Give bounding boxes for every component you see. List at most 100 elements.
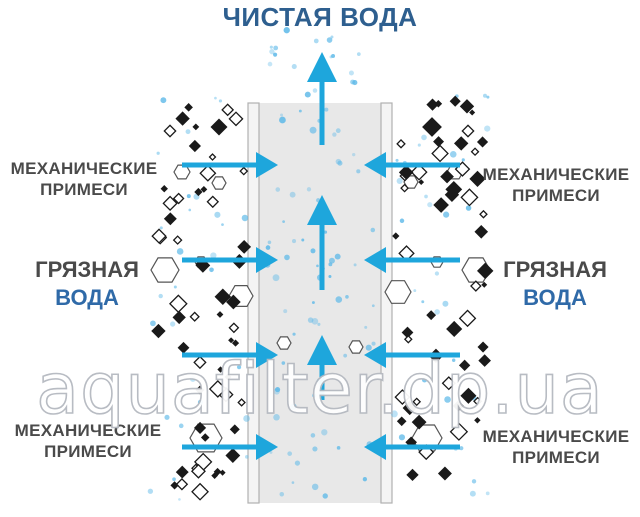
particle-diamond [217, 366, 224, 373]
arrow-up-bottom-head [307, 335, 337, 365]
bubble [370, 227, 376, 233]
particle-diamond [151, 323, 166, 339]
particle-diamond [449, 95, 461, 107]
bubble [289, 191, 296, 198]
bubble [243, 415, 250, 422]
particle-diamond-outline [396, 139, 406, 149]
particle-diamond [402, 400, 417, 416]
bubble [170, 321, 176, 327]
particle-diamond [433, 197, 449, 213]
bubble [269, 45, 273, 49]
bubble [284, 254, 290, 261]
bubble [294, 460, 301, 466]
particle-diamond [437, 466, 452, 481]
arrow-in-left-2-head [256, 247, 278, 273]
bubble [348, 70, 354, 76]
bubble [298, 109, 302, 113]
particle-diamond [226, 294, 241, 310]
particle-diamond [477, 341, 489, 353]
label-line: ВОДА [523, 284, 587, 310]
bubble [483, 93, 487, 98]
bubble [451, 358, 456, 362]
particle-diamond-outline [191, 482, 209, 501]
label-mech-top-left: МЕХАНИЧЕСКИЕ ПРИМЕСИ [4, 158, 164, 201]
particle-diamond-outline [237, 398, 246, 407]
particle-diamond [474, 224, 489, 239]
particle-diamond [452, 400, 464, 412]
bubble [274, 386, 281, 393]
bubble [345, 295, 349, 299]
particle-diamond [396, 416, 407, 427]
particle-diamond [426, 98, 439, 111]
bubble [310, 248, 316, 254]
particle-diamond-outline [239, 166, 249, 176]
particle-diamond-outline [228, 111, 244, 127]
bubble [335, 296, 343, 303]
particle-diamond [469, 170, 486, 188]
particle-diamond-outline [208, 153, 217, 161]
particle-diamond [200, 186, 208, 193]
arrow-in-right-1-head [364, 152, 386, 178]
bubble [331, 53, 336, 58]
bubble [471, 479, 477, 484]
bubble [269, 450, 273, 454]
bubble [287, 451, 293, 456]
bubble [283, 309, 288, 314]
bubble [307, 317, 314, 323]
bubble [292, 239, 297, 244]
particle-diamond [411, 414, 427, 430]
arrow-in-left-4-head [256, 434, 278, 460]
bubble [304, 91, 311, 98]
bubble [164, 414, 170, 420]
bubble [291, 481, 295, 484]
particle-diamond [216, 311, 224, 318]
particle-diamond [478, 354, 491, 367]
bubble [279, 116, 286, 124]
bubble [283, 27, 290, 34]
contaminant-particles [150, 95, 494, 501]
particle-hexagon [150, 257, 180, 283]
particle-diamond [392, 232, 400, 240]
bubble [413, 289, 417, 293]
particle-diamond-outline [208, 380, 227, 398]
label-line: ПРИМЕСИ [512, 186, 600, 206]
particle-diamond [406, 468, 419, 482]
label-line: МЕХАНИЧЕСКИЕ [482, 427, 630, 446]
particle-diamond [458, 359, 471, 371]
arrow-up-top-head [307, 52, 337, 82]
bubble [158, 293, 163, 299]
flow-arrows [182, 52, 460, 460]
bubble [312, 446, 318, 452]
bubble [371, 304, 375, 308]
bubble [188, 208, 192, 212]
particle-diamond-outline [398, 245, 415, 262]
particle-diamond [175, 465, 189, 479]
bubble [267, 61, 273, 67]
particle-diamond [214, 288, 232, 306]
arrow-in-left-3-head [256, 342, 278, 368]
particle-diamond-outline [162, 195, 178, 211]
particle-diamond-outline [228, 322, 240, 334]
bubble [328, 257, 335, 264]
particle-diamond [195, 385, 205, 395]
particle-diamond-outline [460, 188, 479, 207]
label-line: ВОДА [55, 284, 119, 310]
particle-diamond-outline [441, 376, 456, 391]
particle-diamond [476, 136, 489, 148]
particle-diamond-outline [169, 294, 188, 314]
particle-diamond-outline [221, 103, 235, 117]
bubble [176, 248, 184, 255]
bubble [323, 230, 328, 234]
particle-hexagon [276, 336, 292, 350]
label-line: МЕХАНИЧЕСКИЕ [482, 165, 630, 184]
label-mech-bottom-left: МЕХАНИЧЕСКИЕ ПРИМЕСИ [8, 420, 168, 463]
bubble [156, 151, 160, 155]
particle-hexagon [384, 280, 412, 304]
particle-diamond-outline [206, 195, 220, 209]
particle-diamond [188, 139, 201, 153]
filter-body [248, 103, 392, 503]
bubble [291, 63, 297, 70]
bubble [236, 365, 242, 370]
bubble [150, 320, 156, 327]
particle-diamond-outline [394, 389, 411, 406]
